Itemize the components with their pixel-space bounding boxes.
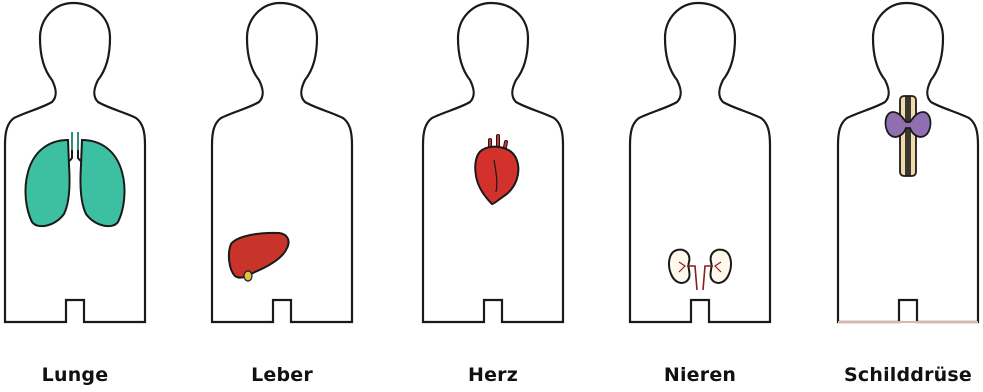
figure-nieren: Nieren <box>625 0 775 392</box>
figure-lunge: Lunge <box>0 0 150 392</box>
label-lunge: Lunge <box>0 364 170 386</box>
figure-schilddruese: Schilddrüse <box>833 0 983 392</box>
label-leber: Leber <box>187 364 377 386</box>
label-nieren: Nieren <box>605 364 795 386</box>
label-schilddruese: Schilddrüse <box>813 364 983 386</box>
figure-leber: Leber <box>207 0 357 392</box>
figure-herz: Herz <box>418 0 568 392</box>
body-outline-herz <box>418 0 568 360</box>
body-outline-schilddruese <box>833 0 983 360</box>
body-outline-leber <box>207 0 357 360</box>
body-outline-nieren <box>625 0 775 360</box>
body-outline-lunge <box>0 0 150 360</box>
label-herz: Herz <box>398 364 588 386</box>
